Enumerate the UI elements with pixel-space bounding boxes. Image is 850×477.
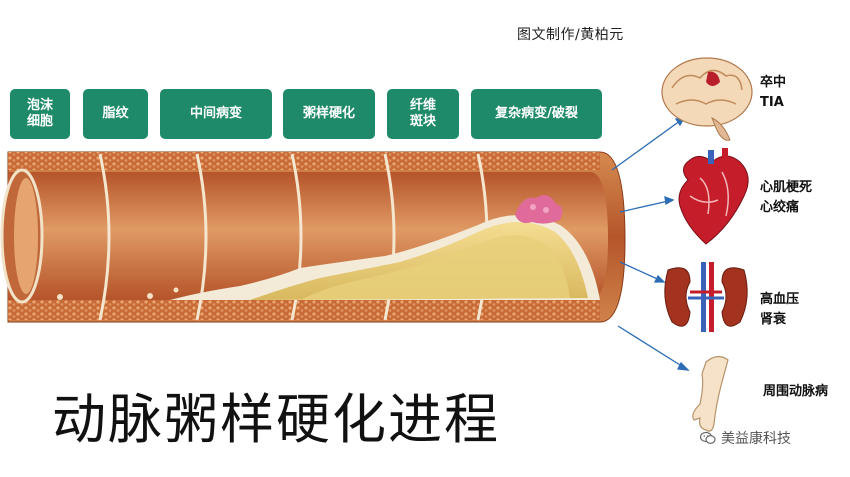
stage-atheroma: 粥样硬化 xyxy=(283,89,375,139)
author-credit: 图文制作/黄柏元 xyxy=(517,27,624,43)
organ-label-heart: 心肌梗死 心绞痛 xyxy=(760,180,813,215)
leg-icon xyxy=(692,355,729,432)
stage-complicated-lesion: 复杂病变/破裂 xyxy=(471,89,602,139)
organ-label-kidney: 高血压 肾衰 xyxy=(760,292,800,327)
heart-icon xyxy=(678,148,749,245)
section-rings xyxy=(98,153,489,321)
stage-intermediate-lesion: 中间病变 xyxy=(160,89,272,139)
wechat-icon xyxy=(700,431,716,444)
organ-label-stroke: 卒中 TIA xyxy=(760,75,787,110)
stage-foam-cells: 泡沫 细胞 xyxy=(10,89,70,139)
diagram-title: 动脉粥样硬化进程 xyxy=(52,388,500,451)
stage-fatty-streak: 脂纹 xyxy=(83,89,148,139)
arrows xyxy=(611,117,690,371)
plaque-buildup xyxy=(57,195,600,300)
watermark: 美益康科技 xyxy=(700,428,791,448)
kidney-icon xyxy=(664,262,748,332)
brain-icon xyxy=(661,57,753,141)
stage-fibrous-plaque: 纤维 斑块 xyxy=(387,89,459,139)
watermark-text: 美益康科技 xyxy=(721,431,791,447)
organ-label-leg: 周围动脉病 xyxy=(763,384,829,399)
